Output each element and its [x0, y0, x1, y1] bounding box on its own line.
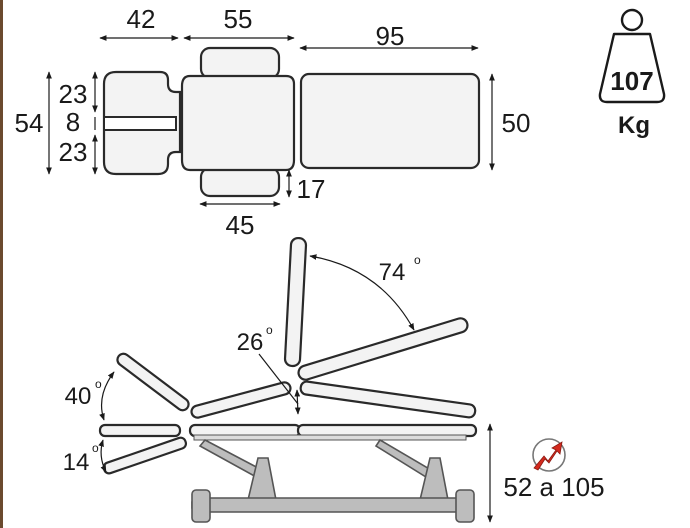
- tabletop-frame: [193, 434, 467, 441]
- angle-leg: 26: [237, 329, 264, 356]
- base-arm-left: [198, 438, 264, 480]
- base-pillar-right: [418, 457, 449, 501]
- arc-head-up: [99, 371, 115, 421]
- tabletop-leg: [296, 423, 478, 438]
- arc-leg-angle: [294, 389, 301, 415]
- left-border: [0, 0, 3, 528]
- leader-leg-angle: [258, 353, 299, 405]
- arc-back-angle: [309, 254, 415, 331]
- base-rail: [191, 497, 473, 513]
- head-segment-down: [102, 436, 188, 475]
- base-foot-right: [455, 489, 475, 523]
- angle-back: 74: [379, 259, 406, 286]
- back-segment-raised: [283, 236, 308, 368]
- dim-leg-width: 50: [502, 108, 531, 138]
- dim-side-top: 23: [59, 79, 88, 109]
- angle-head-up: 40: [65, 383, 92, 410]
- back-section: [180, 74, 296, 172]
- height-range: 52 a 105: [503, 472, 604, 502]
- base-foot-left: [191, 489, 211, 523]
- dim-leg-length: 95: [376, 21, 405, 51]
- angle-head-up-degree: o: [95, 377, 102, 391]
- angle-head-down-degree: o: [92, 441, 99, 455]
- back-armrest-top: [199, 46, 281, 80]
- tabletop-back: [188, 423, 302, 438]
- weight-icon: 107 Kg: [598, 8, 666, 139]
- back-armrest-bottom: [199, 166, 281, 198]
- angle-head-down: 14: [63, 449, 90, 476]
- head-segment-up: [116, 352, 190, 412]
- back-segment-low: [190, 381, 292, 419]
- leg-segment-mid: [299, 380, 477, 419]
- dim-total-width: 54: [15, 108, 44, 138]
- dim-center-gap: 8: [66, 107, 80, 137]
- leg-section: [299, 72, 481, 170]
- top-view: 42 55 95 54 23 8 23 50 17 45: [15, 4, 531, 240]
- weight-unit: Kg: [618, 112, 650, 139]
- weight-value: 107: [610, 66, 653, 96]
- dim-head-length: 42: [127, 4, 156, 34]
- angle-leg-degree: o: [266, 323, 273, 337]
- dim-side-bottom: 23: [59, 137, 88, 167]
- angle-back-degree: o: [414, 253, 421, 267]
- dim-armrest-length: 45: [226, 210, 255, 240]
- leg-segment-raised: [297, 317, 469, 381]
- dim-armrest-offset: 17: [297, 174, 326, 204]
- electric-height-icon: [532, 438, 566, 472]
- head-segment-flat: [98, 423, 182, 438]
- side-view: 74 o 26 o 40 o 14 o 52 a 105: [63, 236, 605, 523]
- dim-back-length: 55: [224, 4, 253, 34]
- head-center-gap: [103, 116, 177, 131]
- arc-head-down: [98, 439, 107, 473]
